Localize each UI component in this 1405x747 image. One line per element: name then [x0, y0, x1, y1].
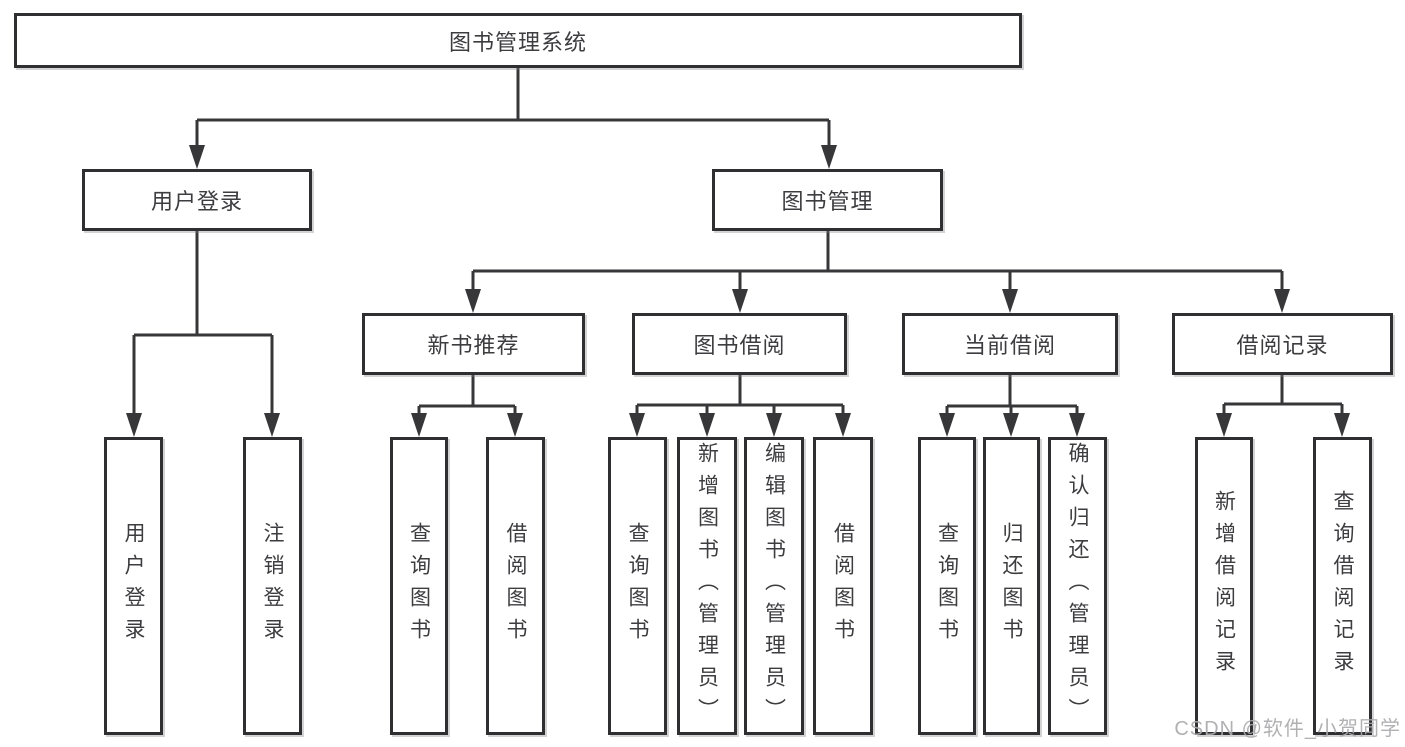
leaf-confirm-return-admin: 确认归还（管理员）	[1048, 437, 1107, 735]
node-book-borrowing: 图书借阅	[632, 313, 847, 375]
leaf-user-login: 用户登录	[104, 437, 163, 735]
leaf-logout: 注销登录	[243, 437, 302, 735]
node-user-login-group: 用户登录	[82, 169, 312, 231]
leaf-query-books-borrowing: 查询图书	[608, 437, 667, 735]
node-current-borrowing: 当前借阅	[902, 313, 1118, 375]
node-new-book-recommend: 新书推荐	[362, 313, 585, 375]
leaf-return-books: 归还图书	[983, 437, 1040, 735]
leaf-query-books-recommend: 查询图书	[390, 437, 448, 735]
leaf-edit-books-admin: 编辑图书（管理员）	[744, 437, 804, 735]
leaf-borrow-books-borrowing: 借阅图书	[813, 437, 873, 735]
leaf-add-books-admin: 新增图书（管理员）	[677, 437, 737, 735]
leaf-query-borrow-record: 查询借阅记录	[1313, 437, 1372, 735]
leaf-query-books-current: 查询图书	[918, 437, 976, 735]
node-borrowing-records: 借阅记录	[1172, 313, 1393, 375]
leaf-add-borrow-record: 新增借阅记录	[1195, 437, 1253, 735]
node-book-management: 图书管理	[712, 169, 943, 231]
leaf-borrow-books-recommend: 借阅图书	[486, 437, 545, 735]
node-library-system: 图书管理系统	[14, 13, 1022, 68]
csdn-watermark: CSDN @软件_小贺同学	[1174, 718, 1401, 740]
